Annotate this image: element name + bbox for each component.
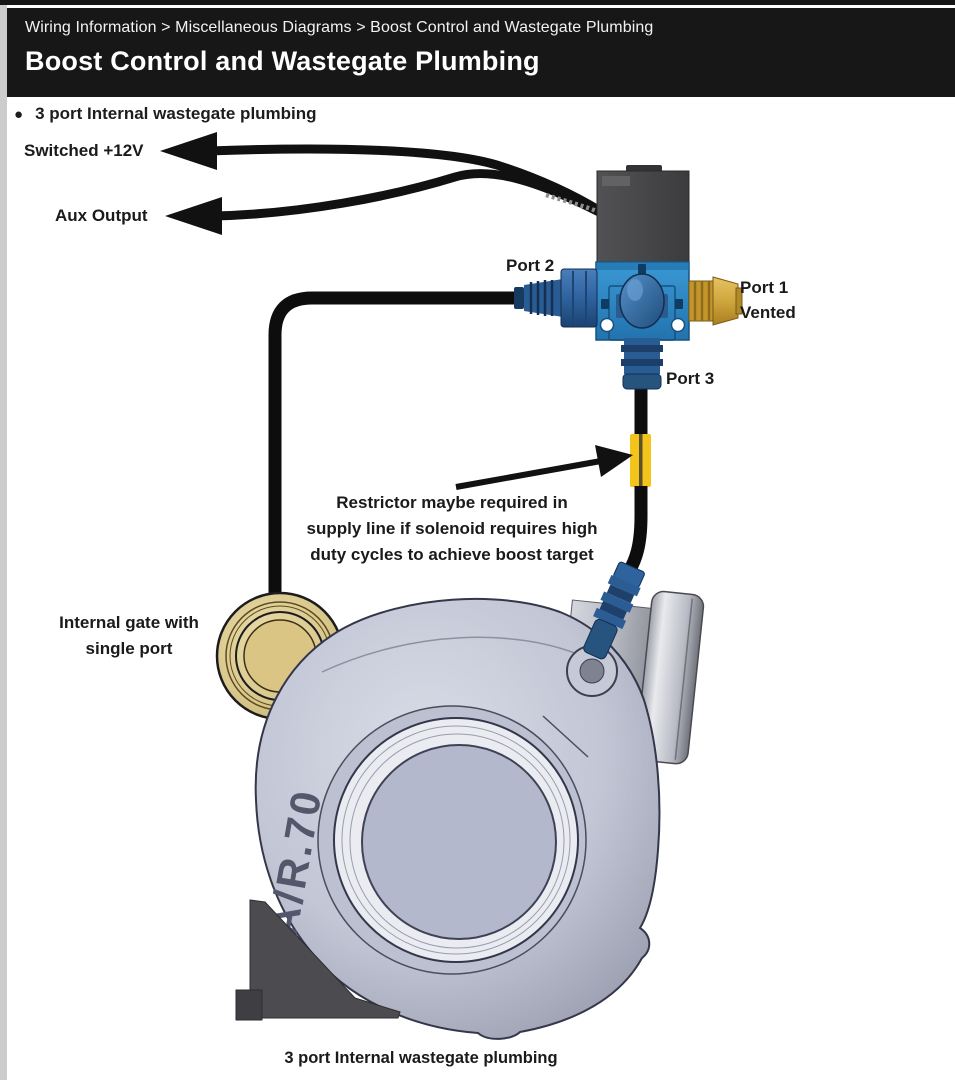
port3-fitting <box>621 338 663 390</box>
face-inner-disc <box>361 744 557 940</box>
port2-hose <box>268 291 521 601</box>
label-switched-12v: Switched +12V <box>24 141 144 160</box>
bullet-item: ● 3 port Internal wastegate plumbing <box>14 104 317 124</box>
face-ring-detail1 <box>341 725 571 955</box>
switched-12v-wire <box>203 144 605 216</box>
valve-dome-highlight <box>627 279 643 301</box>
label-restrictor-note: Restrictor maybe required in supply line… <box>285 490 619 568</box>
valve-mark-left <box>601 299 609 309</box>
label-port1-line2: Vented <box>740 303 796 322</box>
label-port1-vented: Port 1 Vented <box>740 275 796 325</box>
bullet-icon: ● <box>14 105 24 123</box>
breadcrumb[interactable]: Wiring Information > Miscellaneous Diagr… <box>25 19 654 36</box>
inlet-flange-lip <box>674 598 693 760</box>
inlet-flange <box>635 590 705 765</box>
valve-mark-top <box>638 264 646 274</box>
label-port1-line1: Port 1 <box>740 278 789 297</box>
solenoid-body <box>596 170 690 269</box>
bullet-text: 3 port Internal wastegate plumbing <box>35 104 317 123</box>
restrictor-band-line <box>639 434 643 487</box>
diagram-caption: 3 port Internal wastegate plumbing <box>284 1049 558 1067</box>
hose-boss-inner <box>579 658 605 684</box>
internal-gate-line1: Internal gate with <box>59 613 199 632</box>
aux-output-wire <box>209 169 604 221</box>
aux-output-arrow-icon <box>165 197 222 235</box>
solenoid-wiring <box>160 132 605 235</box>
port3-hose-lower <box>622 486 648 577</box>
page-title: Boost Control and Wastegate Plumbing <box>25 46 540 76</box>
valve-mark-right <box>675 299 683 309</box>
restrictor-note-line3: duty cycles to achieve boost target <box>310 545 594 564</box>
top-strip <box>0 0 955 5</box>
mount-hole-right <box>670 317 686 333</box>
turbo-hose-fitting <box>583 561 645 660</box>
port2-fitting <box>514 268 598 328</box>
switched-12v-arrow-icon <box>160 132 217 170</box>
boost-solenoid <box>514 165 743 390</box>
face-step-line <box>542 715 589 758</box>
turbocharger: A/R.70 <box>235 561 705 1040</box>
restrictor-arrow-line <box>455 458 602 490</box>
face-ring-detail2 <box>349 733 565 949</box>
mount-hole-left <box>599 317 615 333</box>
label-port3: Port 3 <box>666 369 715 388</box>
scroll-surface-line <box>321 636 583 673</box>
internal-gate-line2: single port <box>85 639 173 658</box>
port1-fitting <box>688 276 743 326</box>
label-aux-output: Aux Output <box>55 206 148 225</box>
restrictor-note-line1: Restrictor maybe required in <box>336 493 568 512</box>
valve-dome <box>619 273 665 329</box>
label-port2: Port 2 <box>506 256 555 275</box>
restrictor-callout <box>455 445 633 490</box>
solenoid-label-plate <box>602 176 630 186</box>
page-header: Wiring Information > Miscellaneous Diagr… <box>7 8 955 97</box>
restrictor-note-line2: supply line if solenoid requires high <box>306 519 598 538</box>
left-gutter <box>0 5 7 1080</box>
restrictor-arrow-icon <box>595 445 633 477</box>
label-internal-gate: Internal gate with single port <box>38 610 220 662</box>
turbine-flange-foot <box>235 989 263 1021</box>
